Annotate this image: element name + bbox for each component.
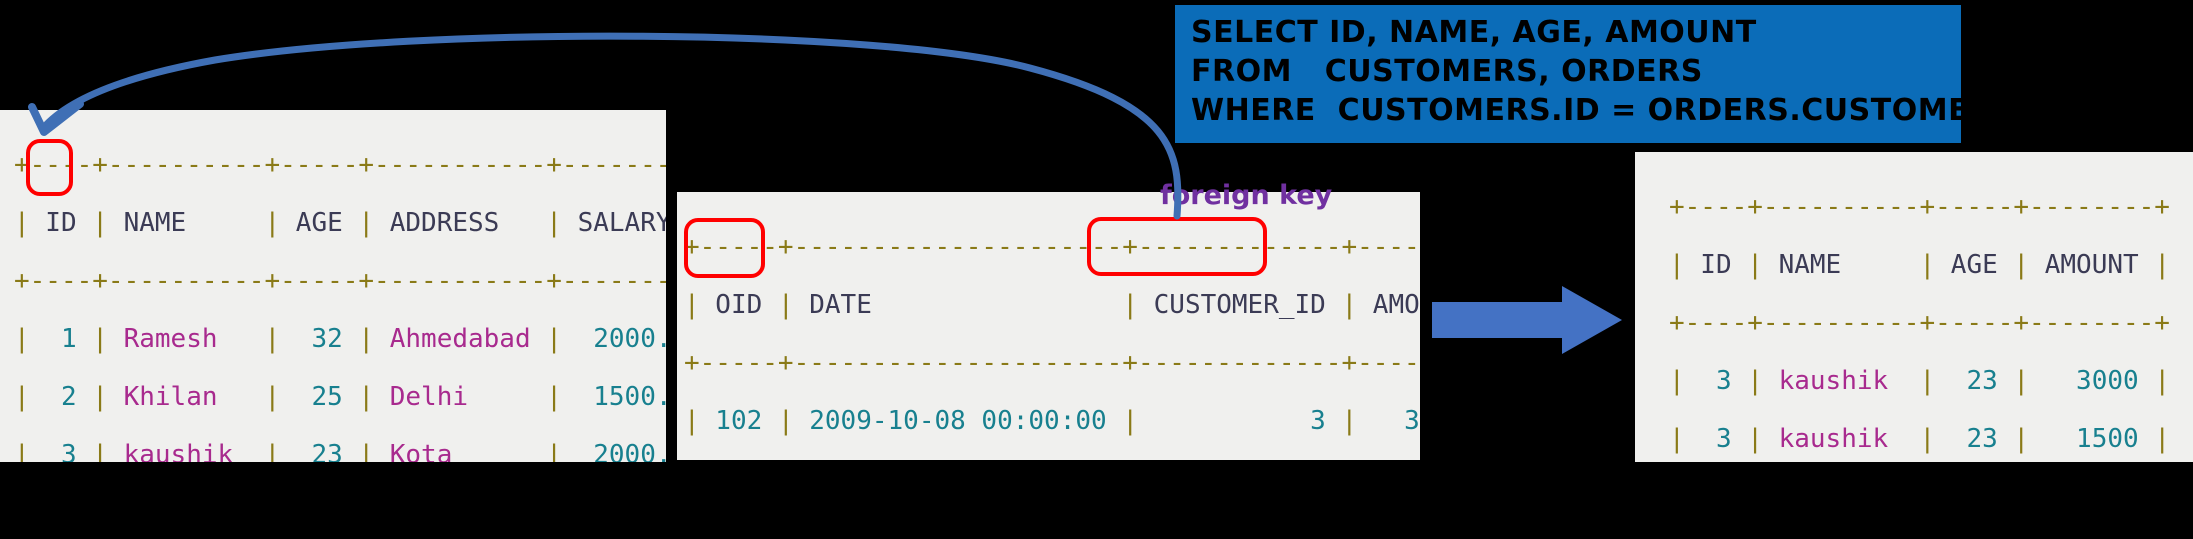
table-row: | 3 | kaushik | 23 | 3000 | [1669,366,2170,396]
table-row: | 102 | 2009-10-08 00:00:00 | 3 | 3000 | [684,406,1420,436]
highlight-box-orders-oid [684,218,765,278]
table-row: | 2 | Khilan | 25 | Delhi | 1500.00 | [14,382,666,412]
result-top-rule: +----+----------+-----+--------+ [1669,192,2170,222]
result-block-arrow [1432,286,1622,354]
orders-header-rule: +-----+---------------------+-----------… [684,348,1420,378]
highlight-box-orders-customer-id [1087,217,1267,276]
orders-table-panel: +-----+---------------------+-----------… [677,192,1420,460]
foreign-key-label: foreign key [1160,180,1333,211]
sql-line-from: FROM CUSTOMERS, ORDERS [1191,54,1703,89]
customers-top-rule: +----+----------+-----+-----------+-----… [14,150,666,180]
sql-line-select: SELECT ID, NAME, AGE, AMOUNT [1191,15,1757,50]
customers-header-row: | ID | NAME | AGE | ADDRESS | SALARY | [14,208,666,238]
orders-header-row: | OID | DATE | CUSTOMER_ID | AMOUNT | [684,290,1420,320]
customers-header-rule: +----+----------+-----+-----------+-----… [14,266,666,296]
sql-line-where: WHERE CUSTOMERS.ID = ORDERS.CUSTOMER_ID; [1191,93,2058,128]
orders-top-rule: +-----+---------------------+-----------… [684,232,1420,262]
result-header-rule: +----+----------+-----+--------+ [1669,308,2170,338]
highlight-box-customers-id [26,139,73,196]
table-row: | 1 | Ramesh | 32 | Ahmedabad | 2000.00 … [14,324,666,354]
customers-table-panel: +----+----------+-----+-----------+-----… [0,110,666,462]
table-row: | 3 | kaushik | 23 | Kota | 2000.00 | [14,440,666,463]
result-table-panel: +----+----------+-----+--------+ | ID | … [1635,152,2193,462]
sql-query-box: SELECT ID, NAME, AGE, AMOUNT FROM CUSTOM… [1175,5,2057,143]
result-header-row: | ID | NAME | AGE | AMOUNT | [1669,250,2170,280]
table-row: | 3 | kaushik | 23 | 1500 | [1669,424,2170,454]
